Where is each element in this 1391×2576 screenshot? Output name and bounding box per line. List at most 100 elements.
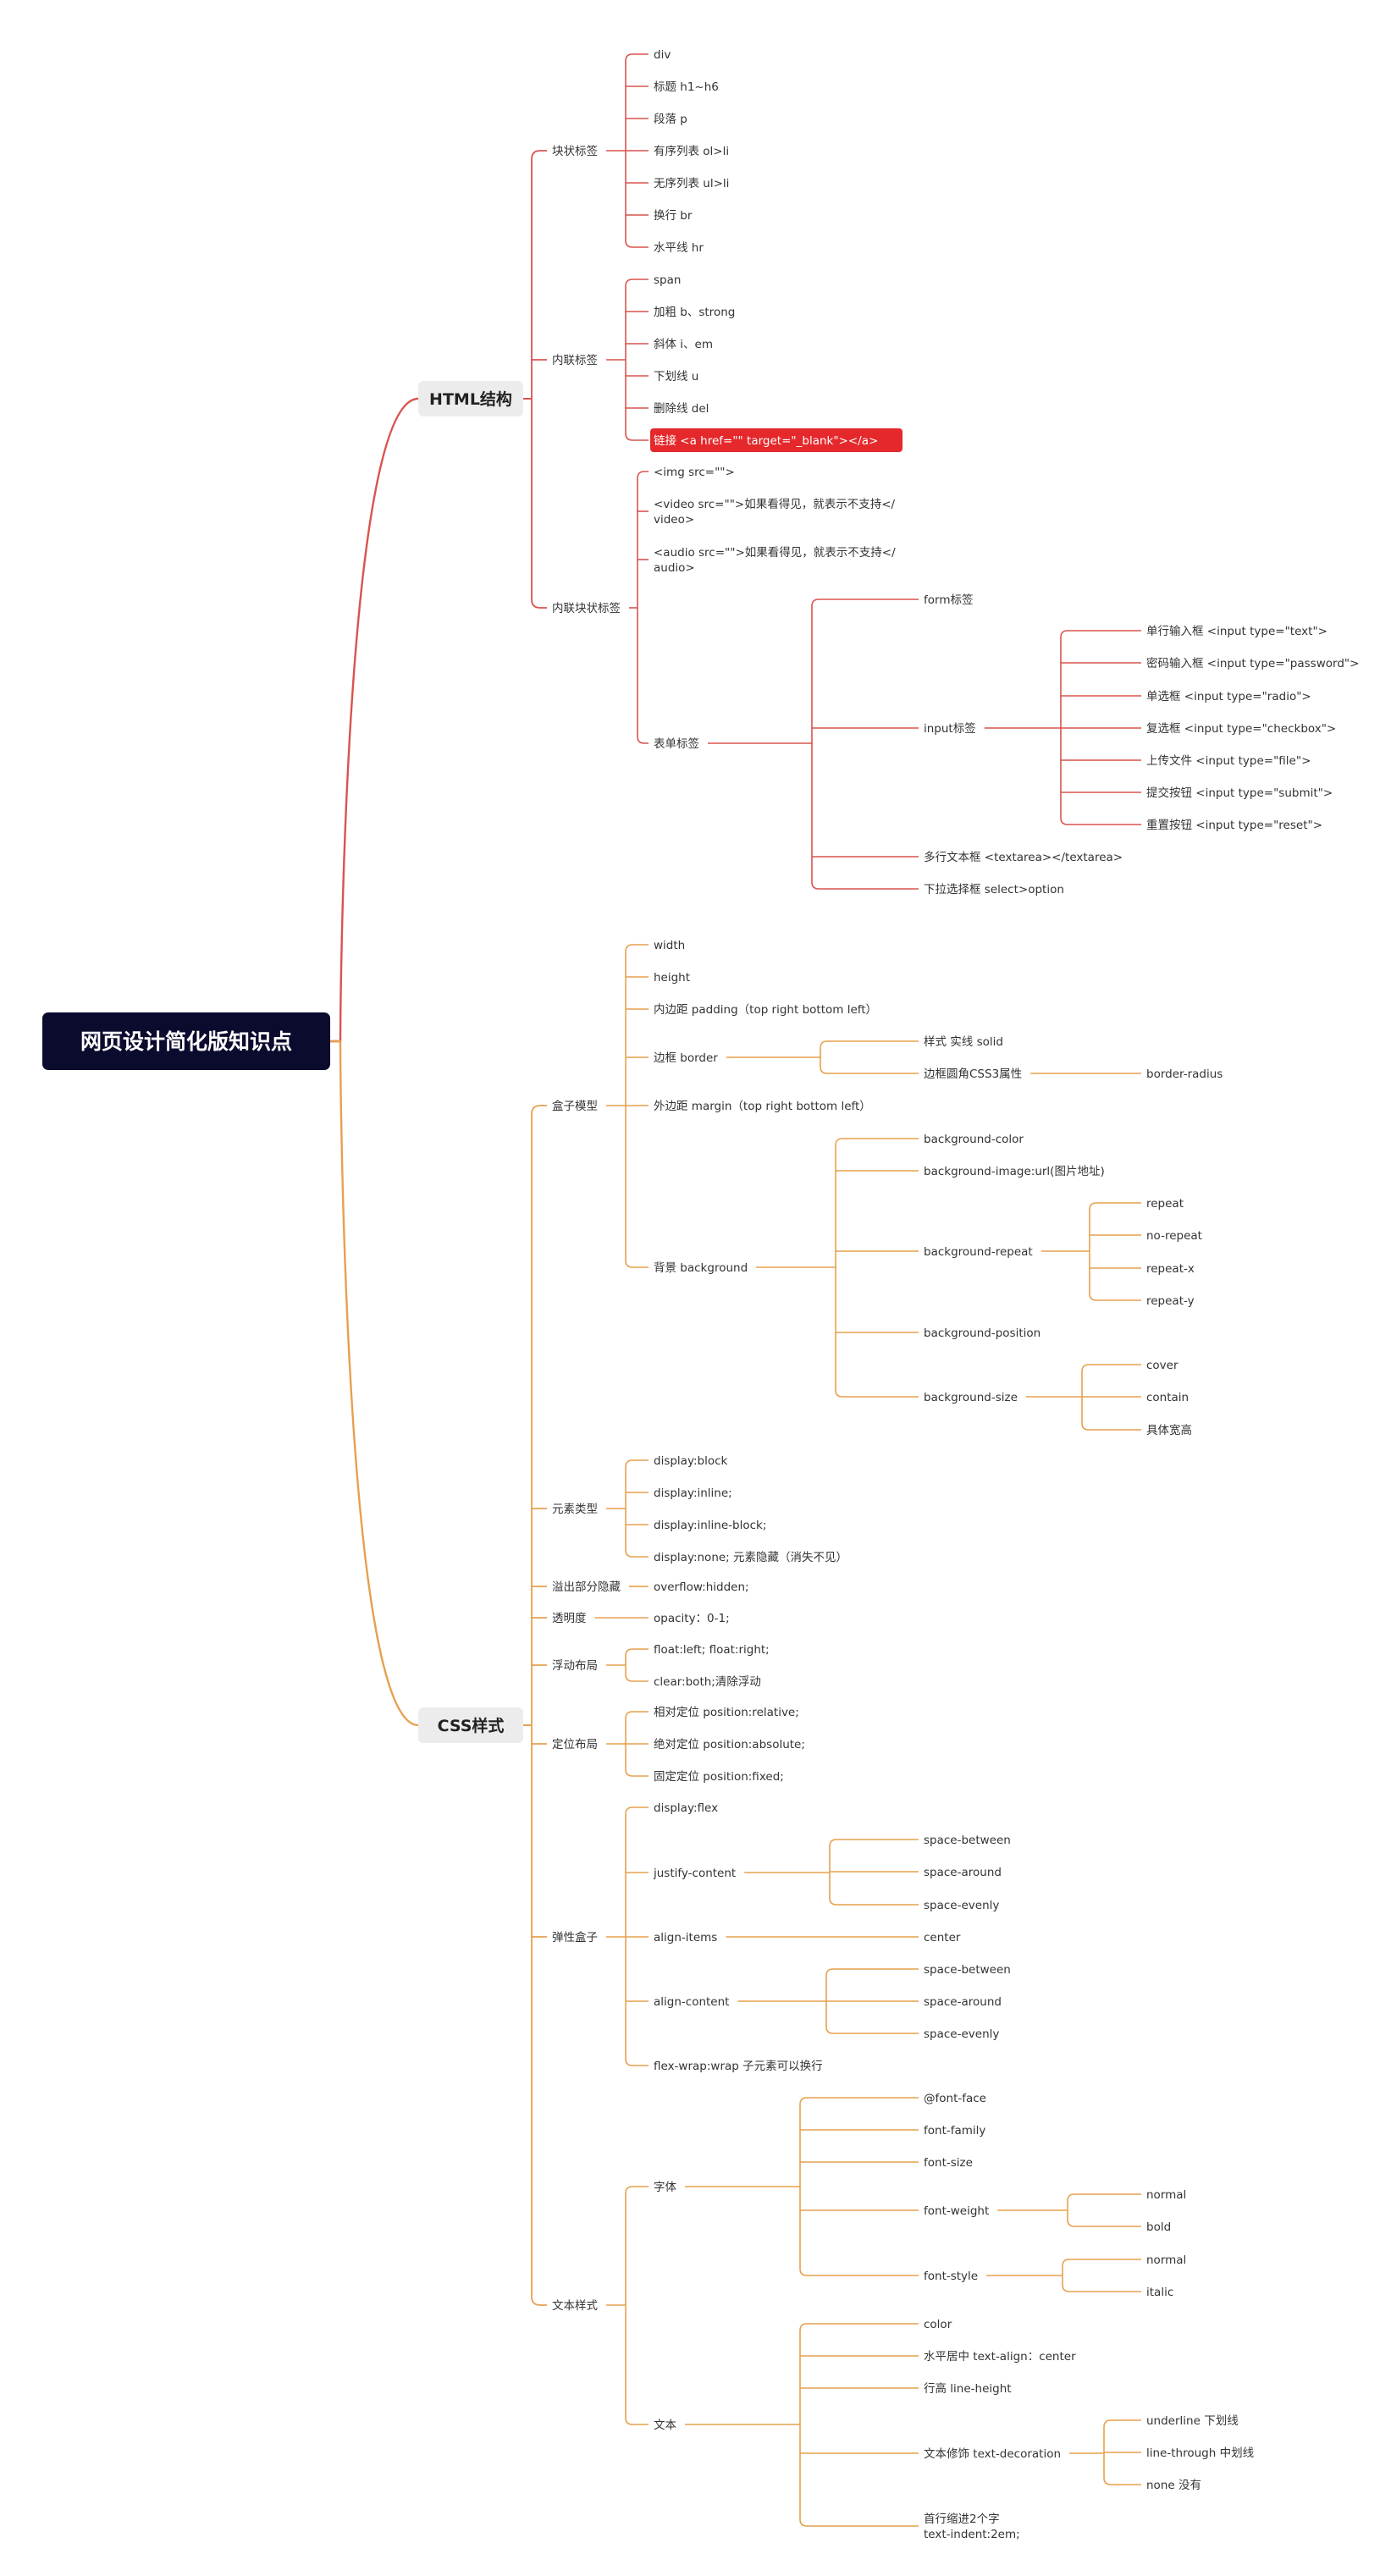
node-inline-block-tags[interactable]: 内联块状标签 xyxy=(552,601,621,615)
bg-repeat-value[interactable]: repeat xyxy=(1146,1197,1184,1211)
text-align-item[interactable]: 水平居中 text-align：center xyxy=(924,2350,1076,2364)
width-item[interactable]: width xyxy=(654,939,685,952)
block-tag-item[interactable]: 水平线 hr xyxy=(654,241,704,255)
block-tag-item[interactable]: 有序列表 ol>li xyxy=(654,145,729,158)
inline-tag-item[interactable]: 加粗 b、strong xyxy=(654,306,735,319)
node-background[interactable]: 背景 background xyxy=(654,1261,748,1275)
height-item[interactable]: height xyxy=(654,971,690,985)
bg-size-value[interactable]: contain xyxy=(1146,1391,1189,1404)
input-type-item[interactable]: 重置按钮 <input type="reset"> xyxy=(1146,819,1322,832)
node-font-style[interactable]: font-style xyxy=(924,2270,978,2283)
position-item[interactable]: 相对定位 position:relative; xyxy=(654,1706,799,1719)
input-type-item[interactable]: 单选框 <input type="radio"> xyxy=(1146,690,1311,703)
node-justify-content[interactable]: justify-content xyxy=(653,1867,736,1880)
display-item[interactable]: display:inline-block; xyxy=(654,1519,766,1532)
align-content-value[interactable]: space-between xyxy=(924,1963,1011,1977)
audio-tag-item[interactable]: <audio src="">如果看得见，就表示不支持</audio> xyxy=(654,545,896,575)
overflow-item[interactable]: overflow:hidden; xyxy=(654,1580,749,1594)
decoration-value[interactable]: none 没有 xyxy=(1146,2479,1201,2492)
position-item[interactable]: 固定定位 position:fixed; xyxy=(654,1770,784,1784)
img-tag-item[interactable]: <img src=""> xyxy=(654,466,735,479)
node-position[interactable]: 定位布局 xyxy=(552,1738,598,1751)
node-form-tags[interactable]: 表单标签 xyxy=(654,736,699,751)
input-type-item[interactable]: 单行输入框 <input type="text"> xyxy=(1146,625,1328,638)
node-font-weight[interactable]: font-weight xyxy=(924,2204,989,2218)
bg-size-value[interactable]: cover xyxy=(1146,1359,1178,1372)
text-color-item[interactable]: color xyxy=(924,2318,952,2331)
block-tag-item[interactable]: div xyxy=(654,48,671,62)
l1-node-html[interactable]: HTML结构 xyxy=(418,381,523,416)
node-text-decoration[interactable]: 文本修饰 text-decoration xyxy=(924,2447,1061,2461)
block-tag-item[interactable]: 无序列表 ul>li xyxy=(654,177,729,190)
bg-image-item[interactable]: background-image:url(图片地址) xyxy=(924,1165,1105,1178)
node-bg-size[interactable]: background-size xyxy=(924,1391,1018,1404)
node-border[interactable]: 边框 border xyxy=(654,1051,718,1065)
bg-repeat-value[interactable]: repeat-x xyxy=(1146,1262,1195,1276)
input-type-item[interactable]: 上传文件 <input type="file"> xyxy=(1146,754,1311,768)
inline-tag-item[interactable]: 斜体 i、em xyxy=(654,338,713,351)
border-radius-item[interactable]: border-radius xyxy=(1146,1067,1223,1081)
bg-repeat-value[interactable]: no-repeat xyxy=(1146,1229,1202,1243)
node-opacity[interactable]: 透明度 xyxy=(552,1612,587,1625)
node-align-content[interactable]: align-content xyxy=(654,1995,729,2009)
decoration-value[interactable]: line-through 中划线 xyxy=(1146,2446,1254,2460)
inline-tag-item[interactable]: 下划线 u xyxy=(654,370,698,383)
inline-tag-item[interactable]: 删除线 del xyxy=(654,402,709,416)
font-face-item[interactable]: @font-face xyxy=(924,2092,986,2105)
display-item[interactable]: display:none; 元素隐藏（消失不见） xyxy=(654,1551,847,1564)
block-tag-item[interactable]: 标题 h1~h6 xyxy=(654,80,719,94)
bg-repeat-value[interactable]: repeat-y xyxy=(1146,1294,1195,1308)
node-float[interactable]: 浮动布局 xyxy=(552,1659,598,1673)
font-style-value[interactable]: normal xyxy=(1146,2253,1186,2267)
input-type-item[interactable]: 密码输入框 <input type="password"> xyxy=(1146,656,1359,670)
node-text-style[interactable]: 文本样式 xyxy=(552,2299,598,2313)
l1-node-css[interactable]: CSS样式 xyxy=(418,1707,523,1743)
display-item[interactable]: display:inline; xyxy=(654,1487,732,1500)
border-style-item[interactable]: 样式 实线 solid xyxy=(924,1035,1003,1049)
justify-value[interactable]: space-between xyxy=(924,1834,1011,1847)
flex-display-item[interactable]: display:flex xyxy=(654,1801,718,1815)
font-weight-value[interactable]: normal xyxy=(1146,2188,1186,2202)
font-style-value[interactable]: italic xyxy=(1146,2286,1173,2299)
node-border-radius[interactable]: 边框圆角CSS3属性 xyxy=(924,1067,1022,1081)
text-indent-item[interactable]: 首行缩进2个字 text-indent:2em; xyxy=(924,2513,1020,2541)
node-overflow[interactable]: 溢出部分隐藏 xyxy=(552,1580,621,1594)
line-height-item[interactable]: 行高 line-height xyxy=(924,2381,1012,2396)
node-box-model[interactable]: 盒子模型 xyxy=(552,1099,598,1113)
block-tag-item[interactable]: 换行 br xyxy=(654,209,693,223)
justify-value[interactable]: space-evenly xyxy=(924,1899,999,1912)
font-size-item[interactable]: font-size xyxy=(924,2156,973,2170)
position-item[interactable]: 绝对定位 position:absolute; xyxy=(654,1738,805,1751)
opacity-item[interactable]: opacity：0-1; xyxy=(654,1612,730,1625)
justify-value[interactable]: space-around xyxy=(924,1866,1002,1879)
input-type-item[interactable]: 提交按钮 <input type="submit"> xyxy=(1146,786,1333,800)
video-tag-item[interactable]: <video src="">如果看得见，就表示不支持</video> xyxy=(654,497,896,527)
float-item[interactable]: float:left; float:right; xyxy=(654,1643,770,1657)
node-text[interactable]: 文本 xyxy=(654,2419,677,2432)
node-font[interactable]: 字体 xyxy=(654,2181,677,2194)
input-type-item[interactable]: 复选框 <input type="checkbox"> xyxy=(1146,721,1336,736)
flex-wrap-item[interactable]: flex-wrap:wrap 子元素可以换行 xyxy=(654,2060,823,2073)
font-weight-value[interactable]: bold xyxy=(1146,2220,1171,2234)
font-family-item[interactable]: font-family xyxy=(924,2124,985,2137)
node-inline-tags[interactable]: 内联标签 xyxy=(552,353,598,367)
inline-tag-item[interactable]: span xyxy=(654,273,681,287)
node-flexbox[interactable]: 弹性盒子 xyxy=(552,1930,598,1944)
bg-size-value[interactable]: 具体宽高 xyxy=(1146,1423,1192,1437)
margin-item[interactable]: 外边距 margin（top right bottom left） xyxy=(654,1100,871,1113)
node-input-tag[interactable]: input标签 xyxy=(924,721,976,736)
align-items-value[interactable]: center xyxy=(924,1931,961,1944)
block-tag-item[interactable]: 段落 p xyxy=(654,113,687,126)
link-tag-item-highlighted[interactable]: 链接 <a href="" target="_blank"></a> xyxy=(650,428,902,452)
node-bg-repeat[interactable]: background-repeat xyxy=(924,1245,1033,1259)
decoration-value[interactable]: underline 下划线 xyxy=(1146,2414,1239,2428)
root-node[interactable]: 网页设计简化版知识点 xyxy=(42,1012,330,1070)
display-item[interactable]: display:block xyxy=(654,1454,728,1468)
align-content-value[interactable]: space-around xyxy=(924,1995,1002,2009)
float-item[interactable]: clear:both;清除浮动 xyxy=(654,1675,761,1689)
textarea-item[interactable]: 多行文本框 <textarea></textarea> xyxy=(924,850,1123,864)
form-tag-item[interactable]: form标签 xyxy=(924,593,974,607)
bg-color-item[interactable]: background-color xyxy=(924,1133,1024,1146)
align-content-value[interactable]: space-evenly xyxy=(924,2027,999,2041)
node-align-items[interactable]: align-items xyxy=(654,1931,717,1944)
